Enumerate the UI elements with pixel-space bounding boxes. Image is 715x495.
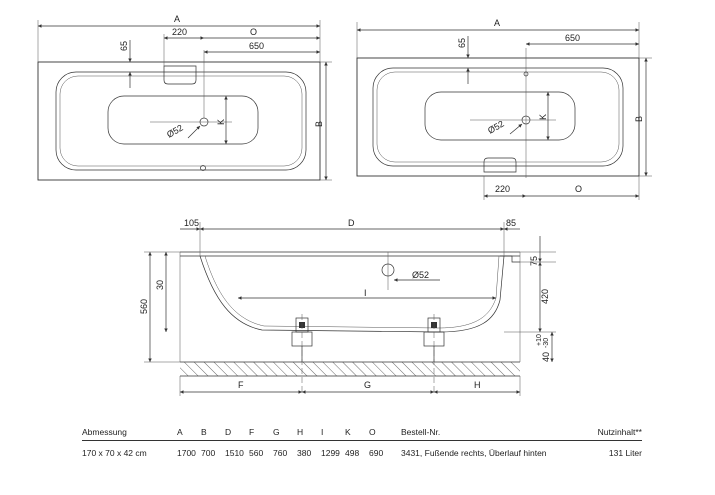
- header-i: I: [321, 425, 345, 441]
- header-o: O: [369, 425, 393, 441]
- header-a: A: [177, 425, 201, 441]
- label-65-right: 65: [457, 38, 467, 48]
- cell-abmessung: 170 x 70 x 42 cm: [82, 448, 147, 458]
- cell-h: 380: [297, 448, 312, 458]
- cell-b: 700: [201, 448, 216, 458]
- label-105: 105: [184, 218, 199, 228]
- header-h: H: [297, 425, 321, 441]
- label-h: H: [474, 380, 481, 390]
- bathtub-technical-drawing: A 220 O 650 65 B K Ø52 A 65: [37, 14, 652, 396]
- label-220-left: 220: [172, 27, 187, 37]
- label-30-left: 30: [155, 280, 165, 290]
- header-f: F: [249, 425, 273, 441]
- header-d: D: [225, 425, 249, 441]
- top-view-right: [356, 22, 652, 200]
- label-420: 420: [540, 289, 550, 304]
- cell-g: 760: [273, 448, 288, 458]
- label-75: 75: [529, 256, 539, 266]
- label-b-right: B: [634, 116, 644, 122]
- label-k-right: K: [538, 114, 548, 120]
- label-a-right: A: [494, 18, 500, 28]
- label-560: 560: [139, 299, 149, 314]
- header-nutzinhalt: Nutzinhalt**: [561, 425, 642, 441]
- header-g: G: [273, 425, 297, 441]
- label-d: D: [348, 218, 355, 228]
- label-f: F: [238, 380, 244, 390]
- label-85: 85: [506, 218, 516, 228]
- label-o-right: O: [575, 184, 582, 194]
- side-section-view: [144, 222, 556, 396]
- label-g: G: [364, 380, 371, 390]
- header-b: B: [201, 425, 225, 441]
- header-bestell-nr: Bestell-Nr.: [393, 425, 561, 441]
- spec-table: Abmessung A B D F G H I K O Bestell-Nr. …: [82, 425, 642, 460]
- label-220-right: 220: [495, 184, 510, 194]
- cell-a: 1700: [177, 448, 196, 458]
- spec-table-header: Abmessung A B D F G H I K O Bestell-Nr. …: [82, 425, 642, 441]
- label-a-left: A: [174, 14, 180, 24]
- label-o-left: O: [250, 27, 257, 37]
- cell-k: 498: [345, 448, 360, 458]
- label-k-left: K: [216, 119, 226, 125]
- label-b-left: B: [314, 121, 324, 127]
- cell-bestell-nr: 3431, Fußende rechts, Überlauf hinten: [401, 448, 547, 458]
- header-abmessung: Abmessung: [82, 425, 177, 441]
- label-i: I: [364, 288, 367, 298]
- cell-f: 560: [249, 448, 264, 458]
- cell-o: 690: [369, 448, 384, 458]
- label-40: 40: [541, 352, 551, 362]
- label-650-right: 650: [565, 33, 580, 43]
- top-view-left: [37, 20, 332, 181]
- label-minus30: -30: [543, 338, 550, 348]
- header-k: K: [345, 425, 369, 441]
- cell-nutzinhalt: 131 Liter: [608, 448, 642, 458]
- cell-d: 1510: [225, 448, 244, 458]
- label-plus10: +10: [536, 334, 543, 346]
- label-65-left: 65: [119, 41, 129, 51]
- table-row: 170 x 70 x 42 cm 1700 700 1510 560 760 3…: [82, 441, 642, 461]
- label-d52-side: Ø52: [412, 270, 429, 280]
- label-650-left: 650: [249, 41, 264, 51]
- cell-i: 1299: [321, 448, 340, 458]
